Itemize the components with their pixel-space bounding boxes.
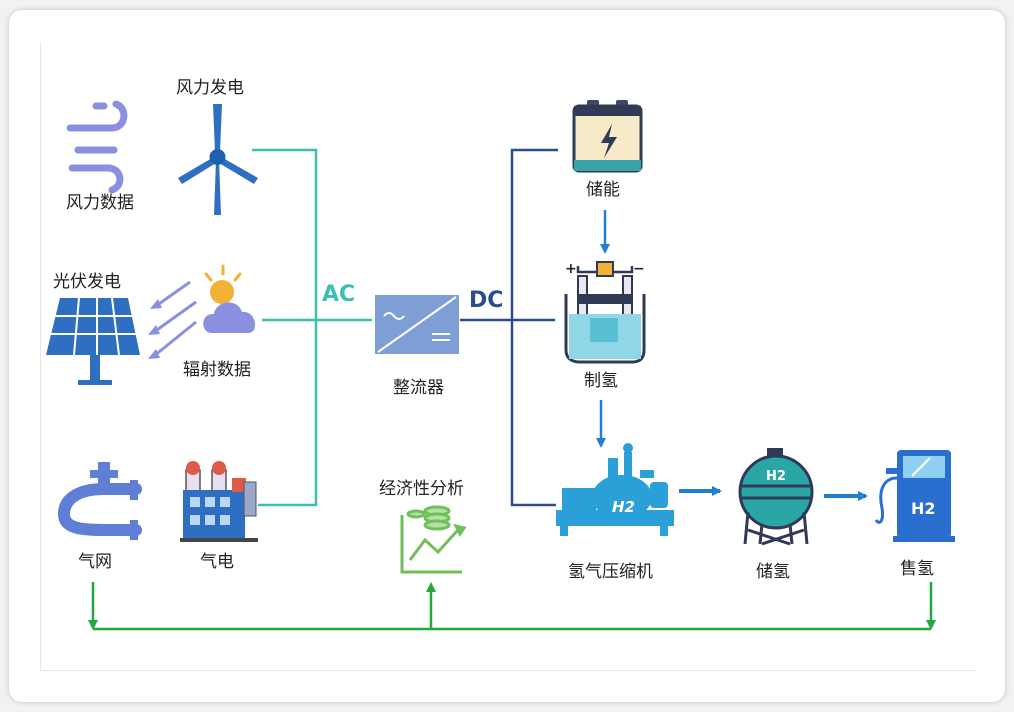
solar-panel-icon bbox=[46, 297, 140, 385]
rectifier-icon bbox=[375, 295, 459, 354]
radiation-data-label: 辐射数据 bbox=[183, 360, 251, 380]
h2-storage-label: 储氢 bbox=[756, 562, 790, 582]
diagram-card bbox=[8, 9, 1006, 703]
gas-power-label: 气电 bbox=[200, 552, 234, 572]
h2-tag-compressor: H2 bbox=[612, 498, 635, 516]
ac-bus-lines bbox=[252, 148, 372, 507]
hydrogen-compressor-icon: H2 bbox=[556, 443, 674, 536]
dc-label: DC bbox=[469, 288, 503, 313]
h2-sales-label: 售氢 bbox=[900, 559, 934, 579]
gas-grid-label: 气网 bbox=[78, 552, 112, 572]
wind-data-icon bbox=[66, 100, 128, 194]
rectifier-label: 整流器 bbox=[393, 378, 444, 398]
economics-label: 经济性分析 bbox=[379, 479, 464, 499]
wind-power-label: 风力发电 bbox=[176, 78, 244, 98]
diagram-frame bbox=[40, 42, 975, 671]
svg-text:−: − bbox=[633, 261, 645, 277]
h2-compressor-label: 氢气压缩机 bbox=[568, 562, 653, 582]
h2-tag-dispenser: H2 bbox=[911, 499, 936, 518]
hydrogen-storage-icon: H2 bbox=[738, 448, 814, 546]
h2-tag-storage: H2 bbox=[766, 469, 786, 484]
electrolyzer-icon: + − bbox=[564, 261, 646, 364]
hydrogen-dispenser-icon: H2 bbox=[874, 450, 955, 542]
thick-arrows bbox=[679, 486, 868, 501]
economics-feedback-line bbox=[88, 582, 936, 631]
radiation-data-icon bbox=[148, 264, 256, 359]
svg-text:+: + bbox=[565, 261, 577, 277]
pv-power-label: 光伏发电 bbox=[53, 272, 121, 292]
h2-production-label: 制氢 bbox=[584, 371, 618, 391]
dc-bus-lines bbox=[460, 148, 558, 507]
gas-power-plant-icon bbox=[180, 461, 258, 542]
flow-arrows bbox=[596, 210, 610, 448]
battery-storage-icon bbox=[572, 100, 643, 173]
wind-data-label: 风力数据 bbox=[66, 193, 134, 213]
storage-label: 储能 bbox=[586, 180, 620, 200]
gas-grid-icon bbox=[57, 462, 142, 540]
wind-turbine-icon bbox=[178, 104, 258, 215]
ac-label: AC bbox=[322, 282, 355, 307]
economic-analysis-icon bbox=[400, 505, 467, 574]
